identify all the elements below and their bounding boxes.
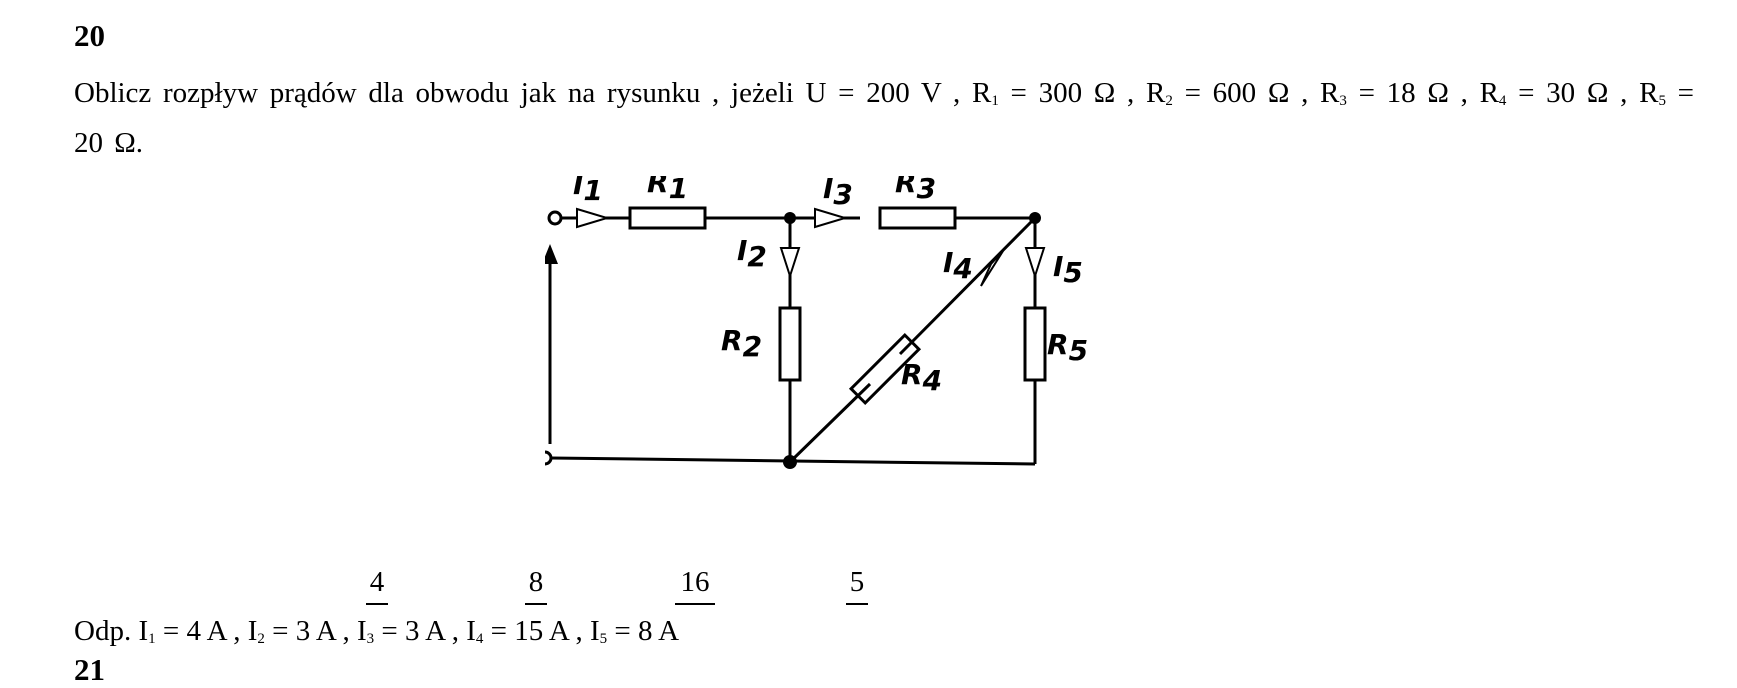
next-problem-number: 21 bbox=[74, 652, 105, 687]
fraction-i2-denominator: 3 bbox=[295, 615, 311, 647]
fraction-i3-denominator: 3 bbox=[405, 615, 420, 647]
problem-number: 20 bbox=[74, 18, 105, 53]
node-bottom bbox=[783, 455, 797, 469]
label-r1: R1 bbox=[647, 176, 688, 205]
answer-line: Odp. I1 = 4 A , I2 = 3 A , I3 = 3 A , I4… bbox=[74, 615, 680, 647]
input-terminal-bottom bbox=[545, 450, 553, 466]
label-r3: R3 bbox=[895, 176, 936, 205]
arrow-u bbox=[545, 244, 558, 264]
circuit-diagram: I1 R1 I3 R3 I2 R2 I4 R4 I5 R5 U bbox=[545, 176, 1088, 469]
resistor-r1 bbox=[628, 206, 707, 230]
fraction-i4-denominator: 15 bbox=[514, 615, 544, 647]
label-r2: R2 bbox=[721, 324, 762, 363]
problem-statement: Oblicz rozpływ prądów dla obwodu jak na … bbox=[74, 77, 1695, 159]
resistor-r5 bbox=[1023, 306, 1047, 382]
label-r4: R4 bbox=[901, 358, 942, 397]
label-i1: I1 bbox=[573, 176, 603, 207]
arrow-i4 bbox=[980, 250, 1004, 287]
fraction-i4: 16 bbox=[675, 566, 715, 605]
label-i2: I2 bbox=[737, 234, 767, 273]
fraction-i3: 8 bbox=[525, 566, 547, 605]
node-top-right bbox=[1029, 212, 1041, 224]
resistor-r3 bbox=[878, 206, 957, 230]
node-top-middle bbox=[784, 212, 796, 224]
fraction-i2: 4 bbox=[366, 566, 388, 605]
label-r5: R5 bbox=[1047, 328, 1088, 367]
label-i3: I3 bbox=[823, 176, 853, 211]
arrow-i2 bbox=[779, 247, 801, 280]
label-i5: I5 bbox=[1053, 250, 1083, 289]
arrow-i1 bbox=[576, 207, 611, 229]
arrow-i5 bbox=[1024, 247, 1046, 280]
label-i4: I4 bbox=[943, 246, 973, 285]
fraction-i5-denominator: 8 bbox=[638, 615, 653, 647]
resistor-r2 bbox=[778, 306, 802, 382]
arrow-i3 bbox=[814, 207, 849, 229]
input-terminal-top bbox=[547, 210, 563, 226]
fraction-i5: 5 bbox=[846, 566, 868, 605]
